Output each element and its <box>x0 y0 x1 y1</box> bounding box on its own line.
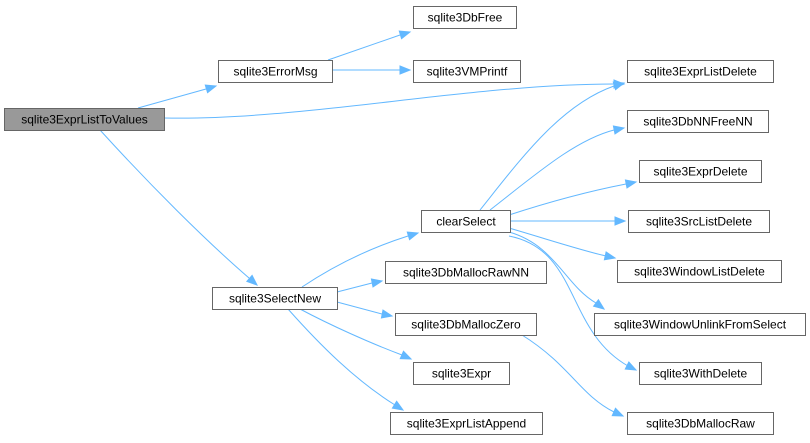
node-box[interactable] <box>627 412 774 435</box>
node-sqlite3VMPrintf[interactable]: sqlite3VMPrintf <box>413 60 521 83</box>
node-box[interactable] <box>628 210 770 233</box>
node-label: sqlite3ExprListAppend <box>407 417 526 431</box>
node-clearSelect[interactable]: clearSelect <box>421 210 511 233</box>
node-box[interactable] <box>639 362 762 385</box>
edge-sqlite3ErrorMsg-to-sqlite3VMPrintf <box>332 65 412 75</box>
arrowhead <box>614 216 627 226</box>
edge-sqlite3SelectNew-to-sqlite3Expr <box>299 308 413 360</box>
edge-sqlite3ExprListToValues-to-sqlite3SelectNew <box>99 129 259 286</box>
node-box[interactable] <box>385 261 547 284</box>
node-sqlite3DbMallocZero[interactable]: sqlite3DbMallocZero <box>395 313 537 336</box>
node-box[interactable] <box>390 412 543 435</box>
node-label: sqlite3Expr <box>432 367 491 381</box>
arrowhead <box>398 30 412 40</box>
node-label: sqlite3WithDelete <box>654 367 748 381</box>
arrowhead <box>612 81 626 91</box>
arrowhead <box>399 350 413 360</box>
edge-clearSelect-to-sqlite3WithDelete <box>508 235 638 371</box>
arrowhead <box>592 298 606 310</box>
edge-clearSelect-to-sqlite3ExprListDelete <box>479 81 626 211</box>
node-box[interactable] <box>4 108 165 131</box>
arrowhead <box>612 125 626 135</box>
arrowhead <box>624 361 638 371</box>
arrowhead <box>370 278 384 288</box>
node-sqlite3DbMallocRaw[interactable]: sqlite3DbMallocRaw <box>627 412 774 435</box>
node-label: sqlite3DbMallocZero <box>411 318 521 332</box>
node-sqlite3ExprDelete[interactable]: sqlite3ExprDelete <box>639 160 762 183</box>
node-box[interactable] <box>413 362 510 385</box>
node-box[interactable] <box>218 60 333 83</box>
edge-sqlite3SelectNew-to-sqlite3ExprListAppend <box>287 308 405 411</box>
node-sqlite3DbMallocRawNN[interactable]: sqlite3DbMallocRawNN <box>385 261 547 284</box>
node-label: sqlite3SrcListDelete <box>646 215 752 229</box>
node-label: sqlite3ErrorMsg <box>233 65 317 79</box>
node-sqlite3ExprListAppend[interactable]: sqlite3ExprListAppend <box>390 412 543 435</box>
node-sqlite3DbFree[interactable]: sqlite3DbFree <box>413 6 517 29</box>
node-box[interactable] <box>395 313 537 336</box>
edge-sqlite3ErrorMsg-to-sqlite3DbFree <box>327 30 412 61</box>
node-label: sqlite3DbFree <box>428 11 503 25</box>
node-label: sqlite3DbMallocRaw <box>646 417 755 431</box>
edge-sqlite3SelectNew-to-clearSelect <box>301 231 420 288</box>
node-box[interactable] <box>627 60 774 83</box>
node-box[interactable] <box>413 60 521 83</box>
node-sqlite3ExprListToValues[interactable]: sqlite3ExprListToValues <box>4 108 165 131</box>
edge-clearSelect-to-sqlite3DbNNFreeNN <box>489 125 626 211</box>
arrowhead <box>603 251 617 261</box>
node-box[interactable] <box>212 287 338 310</box>
node-sqlite3ExprListDelete[interactable]: sqlite3ExprListDelete <box>627 60 774 83</box>
arrowhead <box>380 309 394 319</box>
node-sqlite3WithDelete[interactable]: sqlite3WithDelete <box>639 362 762 385</box>
edge-clearSelect-to-sqlite3SrcListDelete <box>510 216 627 226</box>
arrowhead <box>245 274 259 286</box>
edge-sqlite3DbMallocZero-to-sqlite3DbMallocRaw <box>521 334 625 417</box>
node-label: sqlite3ExprDelete <box>653 165 747 179</box>
node-sqlite3SrcListDelete[interactable]: sqlite3SrcListDelete <box>628 210 770 233</box>
arrowhead <box>406 231 420 241</box>
node-sqlite3Expr[interactable]: sqlite3Expr <box>413 362 510 385</box>
edge-sqlite3SelectNew-to-sqlite3DbMallocRawNN <box>336 278 384 293</box>
node-sqlite3WindowListDelete[interactable]: sqlite3WindowListDelete <box>617 260 782 283</box>
node-label: sqlite3DbNNFreeNN <box>643 115 752 129</box>
call-nodes: sqlite3ExprListToValues sqlite3ErrorMsg sq… <box>4 6 806 435</box>
node-label: sqlite3ExprListDelete <box>644 65 757 79</box>
node-sqlite3ErrorMsg[interactable]: sqlite3ErrorMsg <box>218 60 333 83</box>
edge-sqlite3SelectNew-to-sqlite3DbMallocZero <box>336 301 394 319</box>
node-sqlite3DbNNFreeNN[interactable]: sqlite3DbNNFreeNN <box>627 110 769 133</box>
node-box[interactable] <box>627 110 769 133</box>
node-box[interactable] <box>413 6 517 29</box>
arrowhead <box>611 407 625 417</box>
edge-sqlite3ExprListToValues-to-sqlite3ExprListDelete <box>163 79 626 119</box>
node-label: sqlite3WindowUnlinkFromSelect <box>614 318 787 332</box>
edge-clearSelect-to-sqlite3ExprDelete <box>508 179 638 216</box>
node-box[interactable] <box>594 313 806 336</box>
node-box[interactable] <box>639 160 762 183</box>
node-box[interactable] <box>421 210 511 233</box>
arrowhead <box>399 65 412 75</box>
edge-sqlite3ExprListToValues-to-sqlite3ErrorMsg <box>137 84 218 109</box>
node-label: sqlite3SelectNew <box>229 292 321 306</box>
edge-clearSelect-to-sqlite3WindowUnlinkFromSelect <box>508 231 606 310</box>
node-label: clearSelect <box>436 215 496 229</box>
node-sqlite3SelectNew[interactable]: sqlite3SelectNew <box>212 287 338 310</box>
node-box[interactable] <box>617 260 782 283</box>
node-label: sqlite3WindowListDelete <box>634 265 765 279</box>
node-label: sqlite3ExprListToValues <box>21 113 148 127</box>
edge-clearSelect-to-sqlite3WindowListDelete <box>508 227 617 261</box>
arrowhead <box>204 84 218 94</box>
arrowhead <box>391 400 405 411</box>
call-edges <box>99 30 638 417</box>
node-label: sqlite3DbMallocRawNN <box>403 266 529 280</box>
node-label: sqlite3VMPrintf <box>427 65 508 79</box>
node-sqlite3WindowUnlinkFromSelect[interactable]: sqlite3WindowUnlinkFromSelect <box>594 313 806 336</box>
arrowhead <box>624 179 638 189</box>
